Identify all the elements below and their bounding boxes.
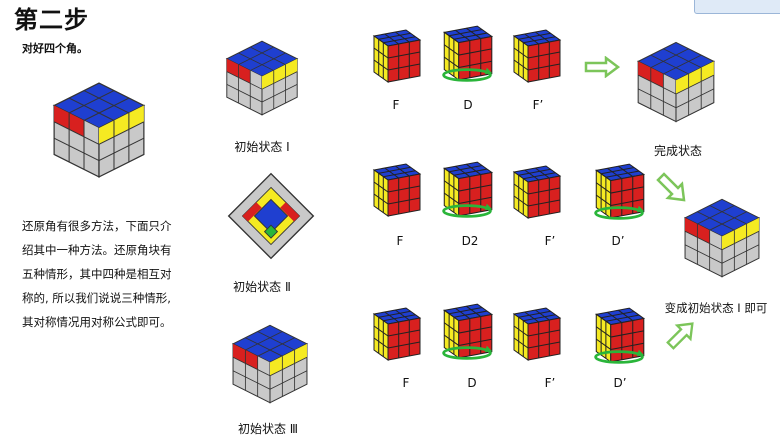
row2-move-1-label: F bbox=[396, 234, 404, 248]
method-description: 还原角有很多方法，下面只介 绍其中一种方法。还原角块有 五种情形，其中四种是相互… bbox=[22, 214, 202, 334]
row1-move-2-label: D bbox=[463, 98, 473, 112]
arrow-down-right-icon bbox=[656, 172, 686, 202]
initial-state-3-label: 初始状态 Ⅲ bbox=[237, 422, 299, 436]
initial-state-1-label: 初始状态 I bbox=[234, 140, 290, 154]
page-title: 第二步 bbox=[14, 6, 89, 34]
initial-state-3-cube bbox=[232, 324, 308, 404]
desc-line-5: 其对称情况用对称公式即可。 bbox=[22, 315, 172, 329]
row2-ring-arrow-4-icon bbox=[594, 204, 646, 220]
main-cube-image bbox=[53, 82, 145, 178]
arrow-up-right-icon bbox=[666, 322, 694, 350]
row3-move-3-label: F’ bbox=[544, 376, 556, 390]
row1-move-3-cube bbox=[513, 29, 561, 83]
desc-line-1: 还原角有很多方法，下面只介 bbox=[22, 219, 172, 233]
initial-state-2-label: 初始状态 Ⅱ bbox=[233, 280, 291, 294]
row3-ring-arrow-4-icon bbox=[594, 348, 646, 364]
complete-state-label: 完成状态 bbox=[653, 144, 702, 158]
page-subtitle: 对好四个角。 bbox=[22, 42, 88, 55]
row3-move-1-label: F bbox=[402, 376, 410, 390]
row2-move-4-label: D’ bbox=[611, 234, 625, 248]
row2-ring-arrow-icon bbox=[442, 202, 494, 218]
row3-move-3-cube bbox=[513, 307, 561, 361]
row3-move-1-cube bbox=[373, 307, 421, 361]
changed-state-cube bbox=[684, 198, 760, 278]
row2-move-1-cube bbox=[373, 163, 421, 217]
row2-move-3-label: F’ bbox=[544, 234, 556, 248]
initial-state-1-cube bbox=[226, 40, 298, 116]
row1-move-1-label: F bbox=[392, 98, 400, 112]
note-box bbox=[694, 0, 780, 14]
desc-line-4: 称的, 所以我们说说三种情形, bbox=[22, 291, 171, 305]
desc-line-3: 五种情形，其中四种是相互对 bbox=[22, 267, 172, 281]
row3-move-2-label: D bbox=[467, 376, 477, 390]
row3-move-4-label: D’ bbox=[613, 376, 627, 390]
change-to-initial-label: 变成初始状态 I 即可 bbox=[664, 301, 768, 315]
row2-move-2-label: D2 bbox=[461, 234, 479, 248]
arrow-right-icon bbox=[584, 56, 620, 78]
row1-move-1-cube bbox=[373, 29, 421, 83]
desc-line-2: 绍其中一种方法。还原角块有 bbox=[22, 243, 172, 257]
row3-ring-arrow-icon bbox=[442, 344, 494, 360]
row2-move-3-cube bbox=[513, 165, 561, 219]
initial-state-2-cube bbox=[227, 172, 315, 260]
row1-ring-arrow-icon bbox=[442, 66, 494, 82]
complete-state-cube bbox=[637, 41, 715, 123]
row1-move-3-label: F’ bbox=[532, 98, 544, 112]
